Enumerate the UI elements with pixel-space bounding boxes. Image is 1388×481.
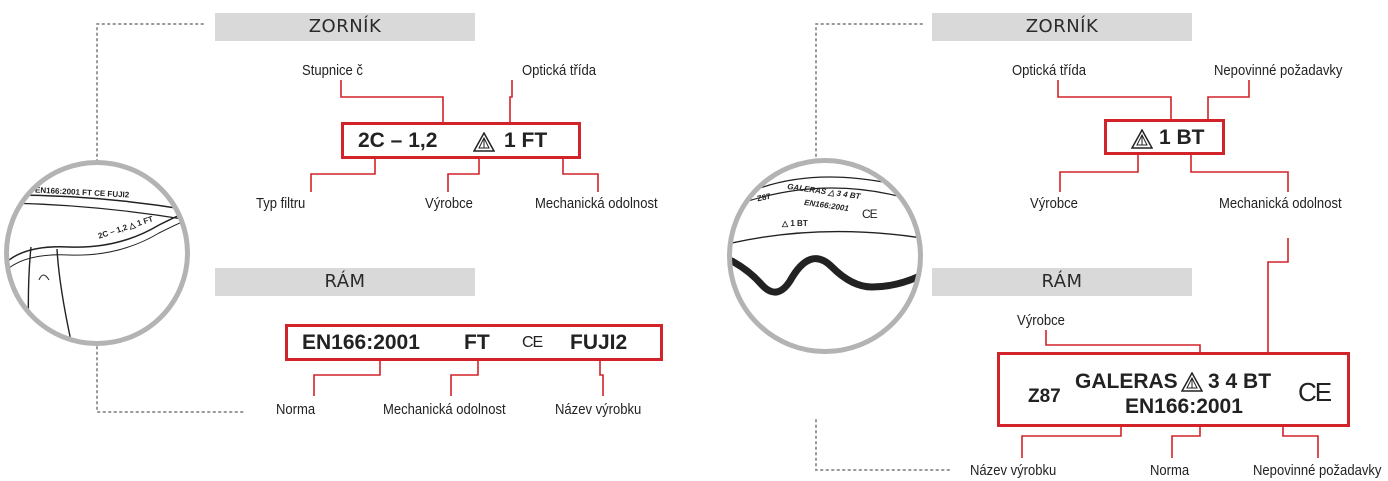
warning-triangle-icon bbox=[1131, 129, 1153, 149]
right-frame-ce: CE bbox=[1298, 377, 1332, 407]
right-frame-bottom: EN166:2001 bbox=[1125, 395, 1243, 418]
warning-triangle-icon bbox=[1181, 372, 1203, 392]
right-lens-ce: CE bbox=[862, 207, 878, 221]
goggles-drawing bbox=[732, 176, 918, 296]
left-visor-title: ZORNÍK bbox=[215, 13, 475, 41]
left-frame-product: FUJI2 bbox=[570, 331, 628, 354]
right-frame-label-maker: Výrobce bbox=[1017, 313, 1065, 329]
left-frame-norm: EN166:2001 bbox=[302, 331, 420, 354]
right-frame-code-box: Z87 GALERAS 3 4 BT EN166:2001 CE bbox=[997, 352, 1350, 427]
left-frame-code-box: EN166:2001 FT CE FUJI2 bbox=[285, 324, 663, 361]
left-label-maker: Výrobce bbox=[425, 196, 473, 212]
right-lens-circle: Z87 GALERAS △ 3 4 BT EN166:2001 CE △ 1 B… bbox=[727, 158, 923, 354]
left-visor-code-box: 2C – 1,2 1 FT bbox=[341, 122, 581, 159]
right-visor-code-box: 1 BT bbox=[1104, 119, 1225, 155]
left-visor-code-suffix: 1 FT bbox=[504, 129, 548, 152]
right-frame-top: GALERAS bbox=[1075, 370, 1178, 393]
right-frame-label-product: Název výrobku bbox=[970, 463, 1057, 479]
warning-triangle-icon bbox=[473, 132, 495, 152]
left-label-optical: Optická třída bbox=[522, 63, 596, 79]
right-label-maker: Výrobce bbox=[1030, 196, 1078, 212]
right-visor-title: ZORNÍK bbox=[932, 13, 1192, 41]
left-visor-code-prefix: 2C – 1,2 bbox=[358, 129, 438, 152]
glasses-drawing bbox=[9, 194, 185, 341]
left-label-mechanical: Mechanická odolnost bbox=[535, 196, 658, 212]
left-frame-title: RÁM bbox=[215, 268, 475, 296]
left-frame-mech: FT bbox=[464, 331, 490, 354]
right-frame-z87: Z87 bbox=[1028, 386, 1061, 407]
right-label-optional: Nepovinné požadavky bbox=[1214, 63, 1343, 79]
left-frame-ce: CE bbox=[522, 334, 543, 351]
left-label-scale: Stupnice č bbox=[302, 63, 363, 79]
left-frame-label-mechanical: Mechanická odolnost bbox=[383, 402, 506, 418]
right-frame-title: RÁM bbox=[932, 268, 1192, 296]
left-frame-label-product: Název výrobku bbox=[555, 402, 642, 418]
left-label-filter: Typ filtru bbox=[256, 196, 306, 212]
left-frame-label-norm: Norma bbox=[276, 402, 316, 418]
right-lens-line3: △ 1 BT bbox=[782, 219, 808, 228]
right-frame-top-suffix: 3 4 BT bbox=[1208, 370, 1272, 393]
right-visor-code-text: 1 BT bbox=[1159, 126, 1205, 149]
right-label-mechanical: Mechanická odolnost bbox=[1219, 196, 1342, 212]
left-lens-circle: EN166:2001 FT CE FUJI2 2C – 1,2 △ 1 FT bbox=[4, 160, 190, 346]
right-frame-label-norm: Norma bbox=[1150, 463, 1190, 479]
right-frame-label-optional: Nepovinné požadavky bbox=[1253, 463, 1382, 479]
right-label-optical: Optická třída bbox=[1012, 63, 1086, 79]
